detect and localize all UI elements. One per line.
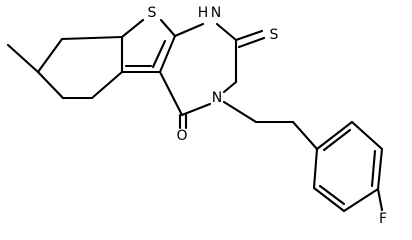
bond [312, 147, 319, 190]
bond [120, 18, 145, 39]
bond [222, 100, 258, 124]
bond [215, 22, 238, 42]
ethyl-linker [222, 100, 319, 151]
bond [370, 149, 377, 188]
bond [322, 128, 352, 152]
bond [173, 22, 205, 38]
bond [350, 120, 384, 151]
bond [342, 187, 380, 213]
nitrogen-label: N [212, 90, 222, 106]
bond [158, 70, 184, 117]
bond [60, 35, 124, 41]
thione-sulfur-label: S [270, 27, 279, 43]
bond [376, 147, 384, 191]
phenyl-ring [312, 120, 384, 213]
bond [315, 120, 354, 151]
bond [90, 70, 124, 100]
bond [36, 70, 65, 100]
oxygen-label: O [176, 128, 187, 144]
thiophene-ring [120, 18, 177, 74]
bond [222, 80, 238, 94]
cyclohexene-ring [36, 35, 124, 100]
bond [291, 120, 319, 151]
bond [158, 34, 177, 74]
fluorine-label: F [379, 211, 387, 227]
thione-bond [234, 29, 266, 49]
bond [237, 36, 266, 49]
bond [234, 29, 264, 42]
carbonyl-bond [178, 113, 188, 130]
sulfur-ring-label: S [148, 5, 157, 21]
bond [151, 39, 167, 69]
bond [180, 102, 212, 117]
pyrimidine-ring [158, 22, 238, 117]
bond [312, 186, 346, 213]
methyl-bond [6, 43, 40, 74]
bond [159, 18, 177, 38]
nh-hydrogen-label: H [198, 5, 209, 21]
bond [36, 37, 64, 74]
bond [318, 184, 346, 206]
nh-nitrogen-label: N [211, 5, 221, 21]
fluorine-bond [376, 187, 384, 212]
